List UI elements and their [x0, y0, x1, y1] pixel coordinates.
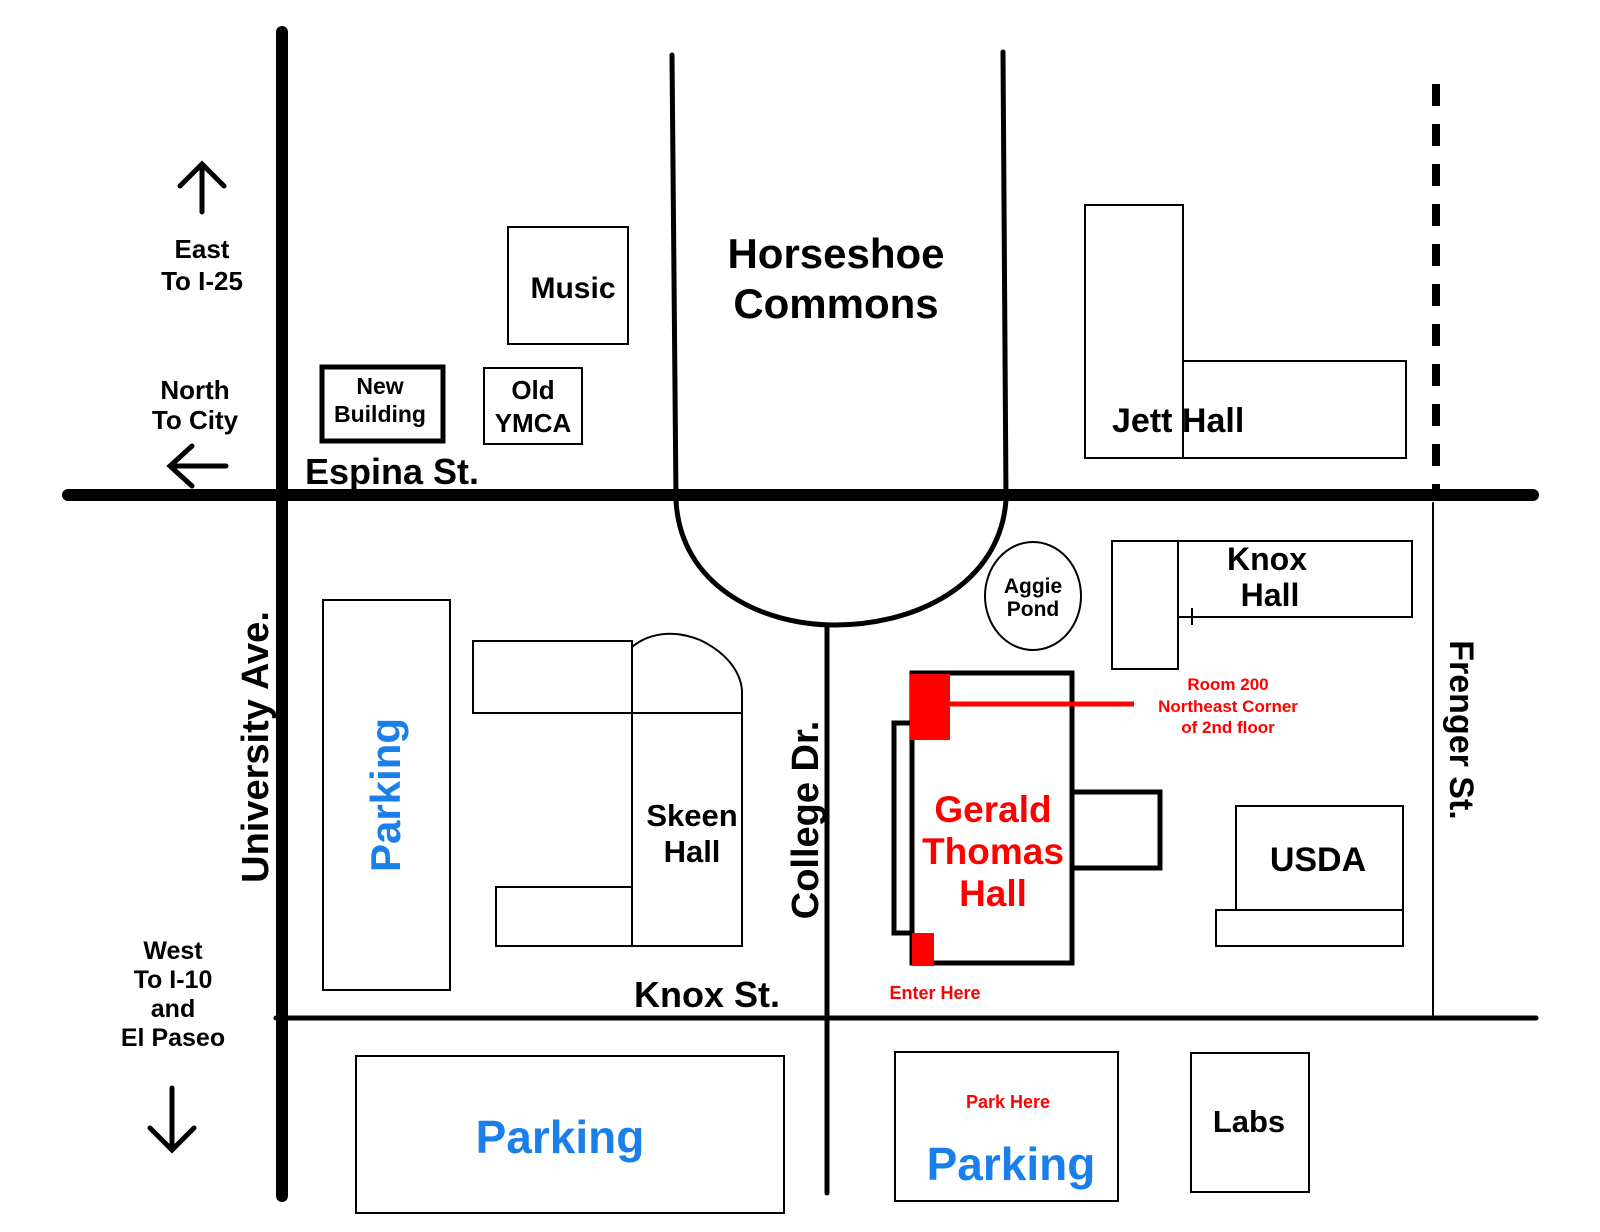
parking-west: Parking — [322, 599, 451, 991]
pond-label: Pond — [1007, 598, 1060, 621]
second-floor-label: of 2nd floor — [1181, 718, 1275, 737]
roads — [62, 26, 1539, 1202]
skeen-hall-label: Hall — [664, 834, 721, 869]
knox-street-label: Knox St. — [634, 974, 780, 1015]
north-label-sub: To City — [152, 405, 239, 435]
parking-bottom-left: Parking — [355, 1055, 785, 1214]
north-label: North — [160, 375, 229, 405]
music-label: Music — [530, 272, 615, 305]
skeen-hall: Skeen Hall — [472, 632, 743, 947]
northeast-corner-label: Northeast Corner — [1158, 697, 1298, 716]
jett-hall-label: Jett Hall — [1112, 402, 1244, 440]
parking-bottom-right: Park Here Parking — [894, 1051, 1119, 1202]
entrance-marker — [912, 933, 934, 966]
knox-hall: Knox Hall — [1111, 540, 1413, 670]
knox-hall-label-1: Knox — [1227, 541, 1307, 577]
west-label-sub: To I-10 — [134, 966, 213, 994]
jett-hall: Jett Hall — [1084, 204, 1407, 459]
espina-street-label: Espina St. — [305, 451, 479, 492]
room-200-annotation: Room 200 Northeast Corner of 2nd floor — [1158, 675, 1298, 737]
aggie-pond: Aggie Pond — [984, 541, 1082, 651]
park-here-label: Park Here — [966, 1092, 1050, 1112]
arrow-left-icon — [166, 443, 229, 489]
arrow-up-icon — [177, 160, 227, 215]
skeen-label: Skeen — [646, 798, 737, 833]
direction-east: East To I-25 — [161, 160, 243, 296]
college-dr-label: College Dr. — [785, 721, 827, 920]
parking-bottom-left-label: Parking — [476, 1111, 645, 1163]
frenger-street-label: Frenger St. — [1442, 640, 1480, 819]
commons-label: Commons — [733, 280, 938, 327]
horseshoe-commons: Horseshoe Commons — [727, 230, 944, 327]
music-building: Music — [507, 226, 629, 345]
room-200-label: Room 200 — [1187, 675, 1268, 694]
usda-label: USDA — [1270, 841, 1366, 879]
direction-west: West To I-10 and El Paseo — [121, 937, 225, 1154]
hall-label: Hall — [959, 873, 1027, 914]
west-label: West — [143, 937, 203, 965]
thomas-label: Thomas — [922, 831, 1064, 872]
gerald-label: Gerald — [934, 789, 1051, 830]
horseshoe-loop-road — [669, 49, 1009, 628]
gerald-thomas-hall: Gerald Thomas Hall — [891, 670, 1163, 966]
new-building-label-1: New — [356, 373, 403, 399]
knox-hall-label-2: Hall — [1241, 577, 1300, 613]
arrow-down-icon — [147, 1085, 197, 1154]
direction-north: North To City — [152, 375, 239, 489]
east-label: East — [175, 234, 230, 264]
enter-here-label: Enter Here — [889, 983, 980, 1003]
university-ave-label: University Ave. — [235, 611, 277, 883]
parking-west-label: Parking — [362, 718, 409, 872]
horseshoe-label: Horseshoe — [727, 230, 944, 277]
east-label-sub: To I-25 — [161, 266, 243, 296]
old-ymca-label-1: Old — [511, 375, 554, 405]
west-label-and: and — [151, 995, 195, 1023]
old-ymca-label-2: YMCA — [495, 408, 572, 438]
new-building-label-2: Building — [334, 401, 426, 427]
parking-bottom-right-label: Parking — [927, 1138, 1096, 1190]
room-200-marker — [910, 674, 950, 740]
old-ymca: Old YMCA — [483, 367, 583, 445]
aggie-label: Aggie — [1004, 575, 1062, 598]
labs-label: Labs — [1213, 1104, 1285, 1139]
new-building: New Building — [319, 364, 446, 444]
labs-building: Labs — [1190, 1052, 1310, 1193]
usda-building: USDA — [1215, 805, 1404, 947]
west-label-elpaseo: El Paseo — [121, 1024, 225, 1052]
